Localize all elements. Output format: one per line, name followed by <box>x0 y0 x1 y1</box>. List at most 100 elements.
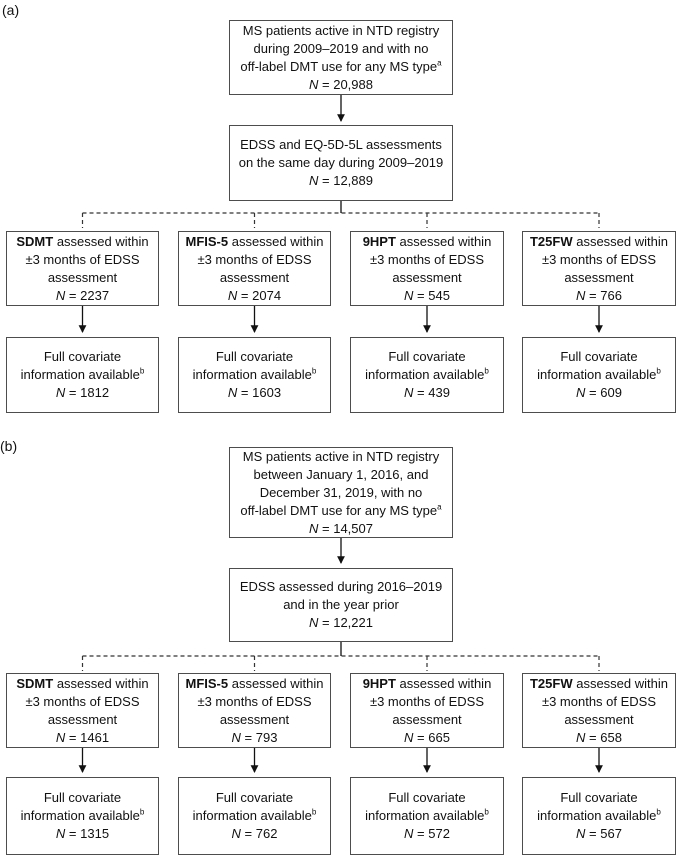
n-line: N = 1461 <box>56 729 109 747</box>
text-line: assessment <box>219 711 290 727</box>
n-value: = 439 <box>413 385 450 400</box>
n-line: N = 609 <box>576 384 622 402</box>
n-line: N = 665 <box>404 729 450 747</box>
text-line: ±3 months of EDSS <box>369 693 485 709</box>
text-span: assessed within <box>53 675 149 691</box>
test-name: SDMT <box>16 233 54 249</box>
text-line: MFIS-5 assessed within <box>185 233 323 251</box>
n-symbol: N <box>55 385 66 400</box>
text-line: assessment <box>47 711 118 727</box>
text-span: assessed within <box>395 233 492 249</box>
test-name: T25FW <box>529 233 573 249</box>
text-line: ±3 months of EDSS <box>541 251 657 267</box>
text-line: between January 1, 2016, and <box>253 466 429 482</box>
text-line: MS patients active in NTD registry <box>242 22 440 38</box>
text-line: during 2009–2019 and with no <box>253 40 429 56</box>
text-span: assessed within <box>53 233 149 249</box>
box-b-edss: EDSS assessed during 2016–2019 and in th… <box>229 568 453 642</box>
n-line: N = 1315 <box>56 825 109 843</box>
n-line: N = 439 <box>404 384 450 402</box>
text-line: SDMT assessed within <box>16 233 148 251</box>
box-a-covariate-mfis5: Full covariate information availableb N … <box>178 337 331 413</box>
text-line: Full covariate <box>215 349 294 364</box>
n-value: = 545 <box>413 287 450 303</box>
text-span: off-label DMT use for any MS type <box>240 502 438 518</box>
n-symbol: N <box>404 729 414 745</box>
n-line: N = 12,221 <box>309 614 373 632</box>
text-line: assessment <box>392 269 462 285</box>
n-value: = 572 <box>413 826 450 841</box>
n-value: = 2237 <box>65 287 110 303</box>
footnote-marker-b: b <box>311 807 317 817</box>
n-line: N = 2074 <box>228 287 281 305</box>
text-line: assessment <box>47 269 118 285</box>
test-name: SDMT <box>16 675 54 691</box>
text-line: MS patients active in NTD registry <box>242 448 440 464</box>
text-span: assessed within <box>228 233 324 249</box>
n-value: = 2074 <box>237 287 282 303</box>
text-line: information availableb <box>365 366 489 384</box>
n-value: = 665 <box>413 729 450 745</box>
footnote-marker-b: b <box>484 366 489 376</box>
text-line: assessment <box>564 711 634 727</box>
box-a-registry: MS patients active in NTD registry durin… <box>229 20 453 95</box>
n-value: = 567 <box>585 826 622 841</box>
text-line: Full covariate <box>43 349 122 364</box>
text-line: ±3 months of EDSS <box>541 693 657 709</box>
box-b-covariate-t25fw: Full covariate information availableb N … <box>522 777 676 855</box>
footnote-marker-b: b <box>139 807 145 817</box>
text-line: information availableb <box>21 807 145 825</box>
box-a-t25fw: T25FW assessed within ±3 months of EDSS … <box>522 231 676 306</box>
text-line: EDSS and EQ-5D-5L assessments <box>240 137 442 152</box>
test-name: MFIS-5 <box>185 675 229 691</box>
text-line: assessment <box>564 269 634 285</box>
text-span: assessed within <box>228 675 324 691</box>
text-span: information available <box>537 367 657 382</box>
test-name: 9HPT <box>362 233 396 249</box>
n-line: N = 14,507 <box>309 520 373 538</box>
n-symbol: N <box>55 729 66 745</box>
text-line: ±3 months of EDSS <box>197 693 312 709</box>
box-a-covariate-t25fw: Full covariate information availableb N … <box>522 337 676 413</box>
box-a-sdmt: SDMT assessed within ±3 months of EDSS a… <box>6 231 159 306</box>
test-name: T25FW <box>529 675 573 691</box>
n-value: = 1812 <box>65 385 110 400</box>
text-line: off-label DMT use for any MS typea <box>240 502 441 520</box>
text-line: ±3 months of EDSS <box>25 251 140 267</box>
box-a-edss-eq5d: EDSS and EQ-5D-5L assessments on the sam… <box>229 125 453 201</box>
text-line: Full covariate <box>388 349 466 364</box>
test-name: MFIS-5 <box>185 233 229 249</box>
text-span: assessed within <box>572 233 668 249</box>
n-symbol: N <box>576 826 586 841</box>
text-line: Full covariate <box>560 349 638 364</box>
n-value: = 658 <box>585 729 622 745</box>
box-a-mfis5: MFIS-5 assessed within ±3 months of EDSS… <box>178 231 331 306</box>
box-a-covariate-sdmt: Full covariate information availableb N … <box>6 337 159 413</box>
n-line: N = 1812 <box>56 384 109 402</box>
n-value: = 762 <box>240 826 278 841</box>
box-b-covariate-mfis5: Full covariate information availableb N … <box>178 777 331 855</box>
n-value: = 14,507 <box>318 520 373 536</box>
text-line: information availableb <box>365 807 489 825</box>
n-line: N = 12,889 <box>309 172 373 190</box>
text-span: information available <box>192 367 312 382</box>
n-line: N = 545 <box>404 287 450 305</box>
text-line: ±3 months of EDSS <box>197 251 312 267</box>
n-value: = 609 <box>585 385 622 400</box>
n-value: = 766 <box>585 287 622 303</box>
n-line: N = 762 <box>232 825 278 843</box>
n-symbol: N <box>227 385 238 400</box>
text-line: and in the year prior <box>283 597 399 612</box>
text-line: Full covariate <box>388 790 466 805</box>
text-line: Full covariate <box>43 790 122 805</box>
text-line: Full covariate <box>560 790 638 805</box>
n-value: = 20,988 <box>318 76 373 92</box>
box-a-covariate-9hpt: Full covariate information availableb N … <box>350 337 504 413</box>
text-line: T25FW assessed within <box>530 675 668 693</box>
n-value: = 1315 <box>65 826 110 841</box>
text-line: Full covariate <box>215 790 294 805</box>
n-symbol: N <box>309 173 319 188</box>
footnote-marker-b: b <box>656 807 661 817</box>
